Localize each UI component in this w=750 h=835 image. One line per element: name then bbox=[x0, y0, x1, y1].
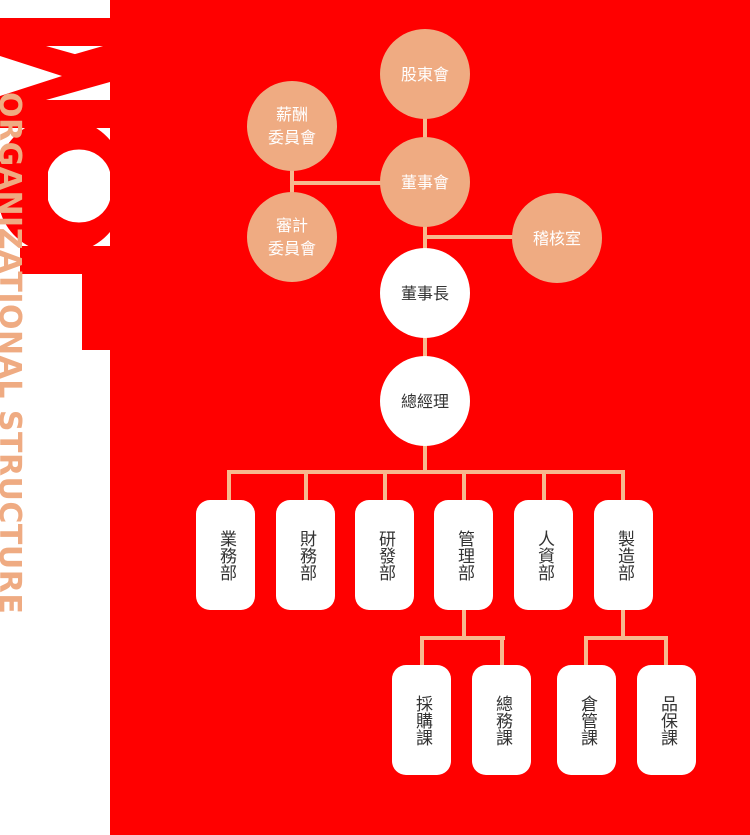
section-label: 倉管課 bbox=[577, 694, 597, 746]
department-box: 業務部 bbox=[196, 500, 255, 610]
node-audit-committee: 審計 委員會 bbox=[247, 192, 337, 282]
department-label: 製造部 bbox=[614, 529, 634, 581]
department-label: 業務部 bbox=[216, 529, 236, 581]
department-box: 管理部 bbox=[434, 500, 493, 610]
node-shareholders: 股東會 bbox=[380, 29, 470, 119]
department-label: 管理部 bbox=[454, 529, 474, 581]
section-box: 倉管課 bbox=[557, 665, 616, 775]
section-label: 採購課 bbox=[412, 694, 432, 746]
node-compensation-committee: 薪酬 委員會 bbox=[247, 81, 337, 171]
section-label: 總務課 bbox=[492, 694, 512, 746]
section-box: 總務課 bbox=[472, 665, 531, 775]
department-label: 人資部 bbox=[534, 529, 554, 581]
department-box: 人資部 bbox=[514, 500, 573, 610]
section-box: 品保課 bbox=[637, 665, 696, 775]
department-box: 製造部 bbox=[594, 500, 653, 610]
node-board: 董事會 bbox=[380, 137, 470, 227]
department-label: 研發部 bbox=[375, 529, 395, 581]
brand-subtitle: ORGANIZATIONAL STRUCTURE bbox=[0, 92, 27, 615]
section-box: 採購課 bbox=[392, 665, 451, 775]
node-chairman: 董事長 bbox=[380, 248, 470, 338]
section-label: 品保課 bbox=[657, 694, 677, 746]
department-box: 財務部 bbox=[276, 500, 335, 610]
node-general-manager: 總經理 bbox=[380, 356, 470, 446]
department-label: 財務部 bbox=[296, 529, 316, 581]
department-box: 研發部 bbox=[355, 500, 414, 610]
brand-logo bbox=[0, 18, 110, 350]
node-audit-office: 稽核室 bbox=[512, 193, 602, 283]
